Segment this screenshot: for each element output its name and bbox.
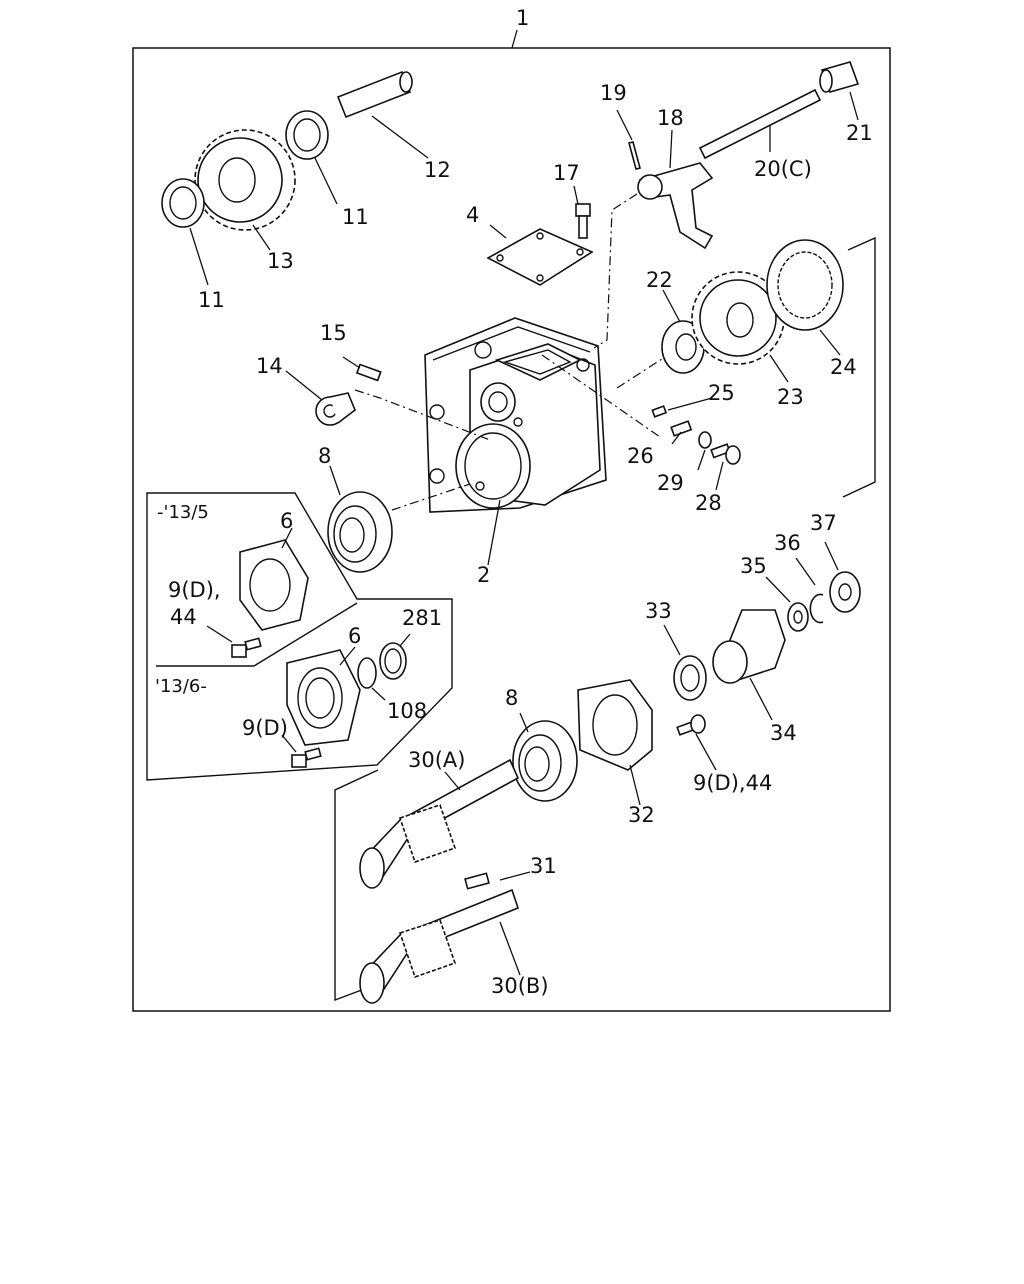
callout-12: 12: [424, 158, 451, 182]
plug-25: [651, 405, 668, 418]
centerline-bearing: [391, 483, 471, 511]
callout-17: 17: [553, 161, 580, 185]
callout-11-right: 11: [342, 205, 369, 229]
bolt-early: [231, 637, 262, 658]
callout-1: 1: [516, 6, 529, 30]
idler-gear: [194, 129, 296, 231]
plug-bolt-28: [710, 443, 741, 465]
callout-4: 4: [466, 203, 479, 227]
clutch-sleeve: [766, 239, 844, 331]
companion-flange-34: [712, 609, 786, 684]
callout-labels: 1 2 4 6 6 8 8 9(D), 9(D) 9(D),44 11 11 1…: [168, 6, 873, 998]
callout-29: 29: [657, 471, 684, 495]
callout-30a: 30(A): [408, 748, 465, 772]
callout-28: 28: [695, 491, 722, 515]
variant-notes: -'13/5 '13/6-: [155, 502, 209, 697]
callout-19: 19: [600, 81, 627, 105]
callout-34: 34: [770, 721, 797, 745]
callout-36: 36: [774, 531, 801, 555]
lock-ring-36: [809, 593, 824, 624]
callout-11-left: 11: [198, 288, 225, 312]
washer-35: [787, 602, 809, 632]
centerline-spacer: [354, 389, 491, 441]
callout-6-early: 6: [280, 509, 293, 533]
callout-9d-late: 9(D): [242, 716, 288, 740]
shift-rod: [698, 88, 822, 160]
spacer-14: [315, 392, 356, 426]
note-before-13-5: -'13/5: [157, 502, 209, 523]
callout-15: 15: [320, 321, 347, 345]
spring-pin: [628, 141, 641, 170]
ball-bearing-upper: [327, 491, 393, 573]
callout-23: 23: [777, 385, 804, 409]
callout-44: 44: [170, 605, 197, 629]
bolt-late: [291, 747, 322, 768]
centerline-fork: [593, 193, 638, 349]
callout-20c: 20(C): [754, 157, 812, 181]
callout-22: 22: [646, 268, 673, 292]
ball-bearing-lower: [512, 720, 578, 802]
pin-15: [355, 363, 382, 382]
bearing-cover-late: [286, 649, 361, 746]
note-after-13-6: '13/6-: [155, 676, 207, 697]
spring-26: [670, 420, 693, 437]
callout-37: 37: [810, 511, 837, 535]
callout-9d-early: 9(D),: [168, 578, 221, 602]
output-gear: [691, 271, 785, 365]
callout-9d-44: 9(D),44: [693, 771, 772, 795]
rod-plug: [819, 61, 860, 93]
output-shaft-b: [359, 888, 519, 1004]
callout-8-lower: 8: [505, 686, 518, 710]
callout-33: 33: [645, 599, 672, 623]
needle-bearing-right: [285, 110, 329, 160]
callout-108: 108: [387, 699, 427, 723]
bearing-retainer-32: [577, 679, 653, 771]
callout-281: 281: [402, 606, 442, 630]
nut-37: [829, 571, 861, 613]
key-31: [464, 872, 490, 890]
group-bracket-left: [334, 769, 379, 1002]
callout-6-late: 6: [348, 624, 361, 648]
callout-24: 24: [830, 355, 857, 379]
leader-lines: [189, 91, 859, 976]
callout-30b: 30(B): [491, 974, 549, 998]
callout-25: 25: [708, 381, 735, 405]
idler-shaft: [336, 70, 413, 119]
callout-21: 21: [846, 121, 873, 145]
shifter-fork: [637, 162, 714, 250]
bolt-9d-44: [676, 714, 706, 736]
centerline-plug: [541, 354, 661, 438]
callout-18: 18: [657, 106, 684, 130]
pto-housing: [424, 317, 607, 513]
cover-plate: [486, 228, 594, 286]
callout-2: 2: [477, 563, 490, 587]
seal-281: [379, 642, 407, 680]
group-bracket-right: [842, 236, 876, 498]
callout-13: 13: [267, 249, 294, 273]
bolt-17: [575, 203, 591, 239]
variant-divider-slant: [253, 602, 358, 667]
callout-31: 31: [530, 854, 557, 878]
assembly-leader: [511, 29, 518, 49]
needle-bearing-left: [161, 178, 205, 228]
snap-ring-108: [357, 657, 377, 689]
callout-8-upper: 8: [318, 444, 331, 468]
washer-29: [698, 431, 712, 449]
callout-35: 35: [740, 554, 767, 578]
bearing-cover-early: [239, 539, 309, 631]
variant-inset-box: [146, 492, 453, 781]
output-shaft-a: [359, 758, 520, 889]
callout-32: 32: [628, 803, 655, 827]
oil-seal-33: [673, 655, 707, 701]
diagram-frame: [132, 47, 891, 1012]
callout-26: 26: [627, 444, 654, 468]
callout-14: 14: [256, 354, 283, 378]
